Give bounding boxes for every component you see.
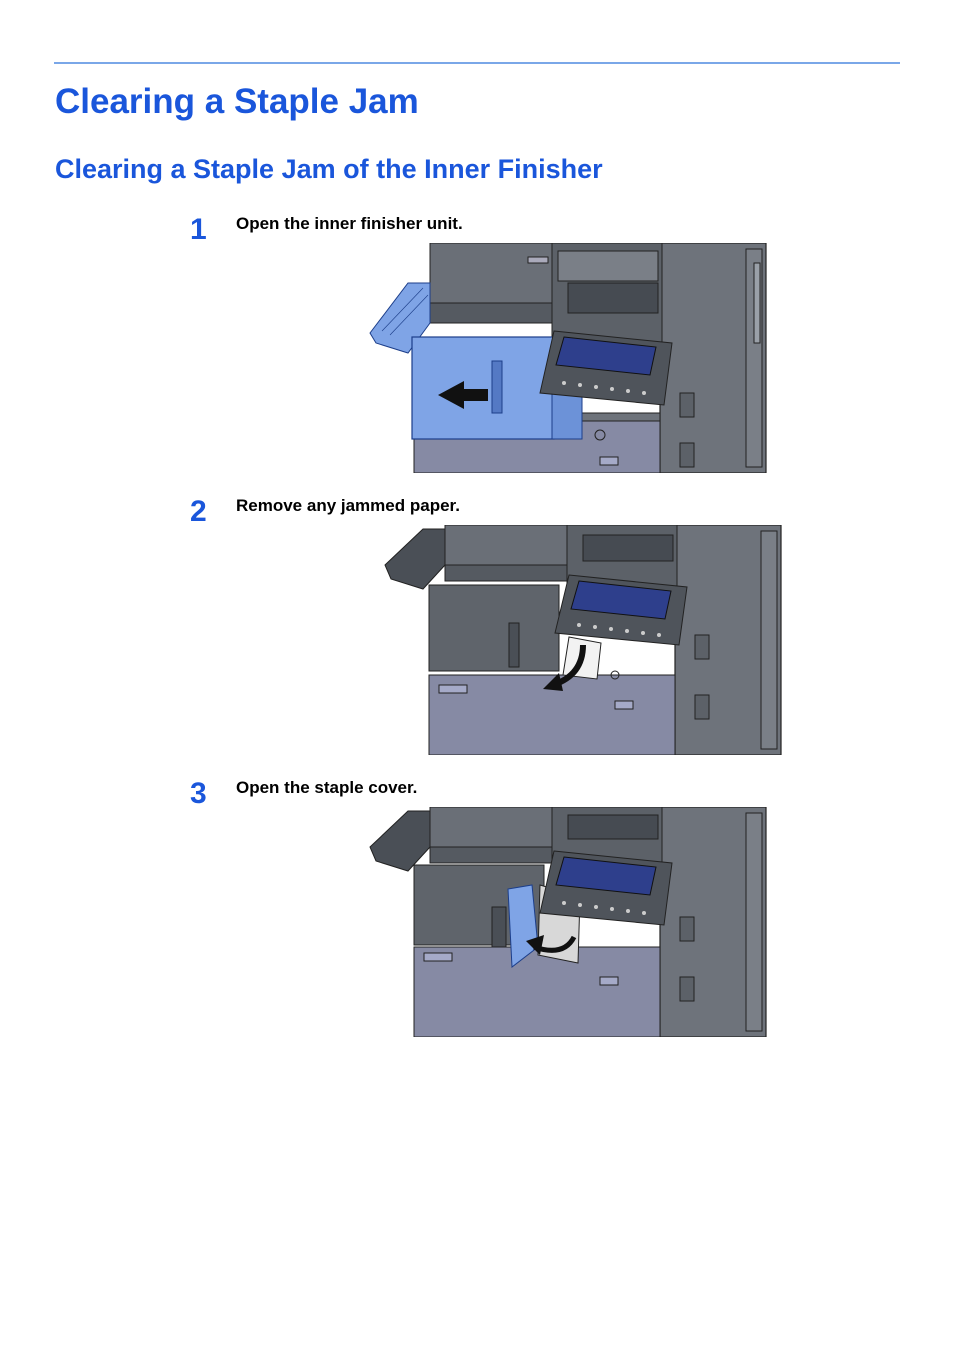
- page-title: Clearing a Staple Jam: [55, 82, 419, 121]
- step-instruction: Open the staple cover.: [236, 778, 418, 797]
- top-rule: [54, 62, 900, 64]
- section-title: Clearing a Staple Jam of the Inner Finis…: [55, 154, 603, 184]
- step-number: 2: [190, 495, 207, 528]
- printer-open-staple-cover-illustration: [368, 807, 768, 1037]
- printer-open-inner-finisher-illustration: [368, 243, 768, 473]
- step-instruction: Open the inner finisher unit.: [236, 214, 463, 233]
- step-number: 1: [190, 213, 207, 246]
- step-instruction: Remove any jammed paper.: [236, 496, 460, 515]
- printer-remove-jammed-paper-illustration: [383, 525, 783, 755]
- step-number: 3: [190, 777, 207, 810]
